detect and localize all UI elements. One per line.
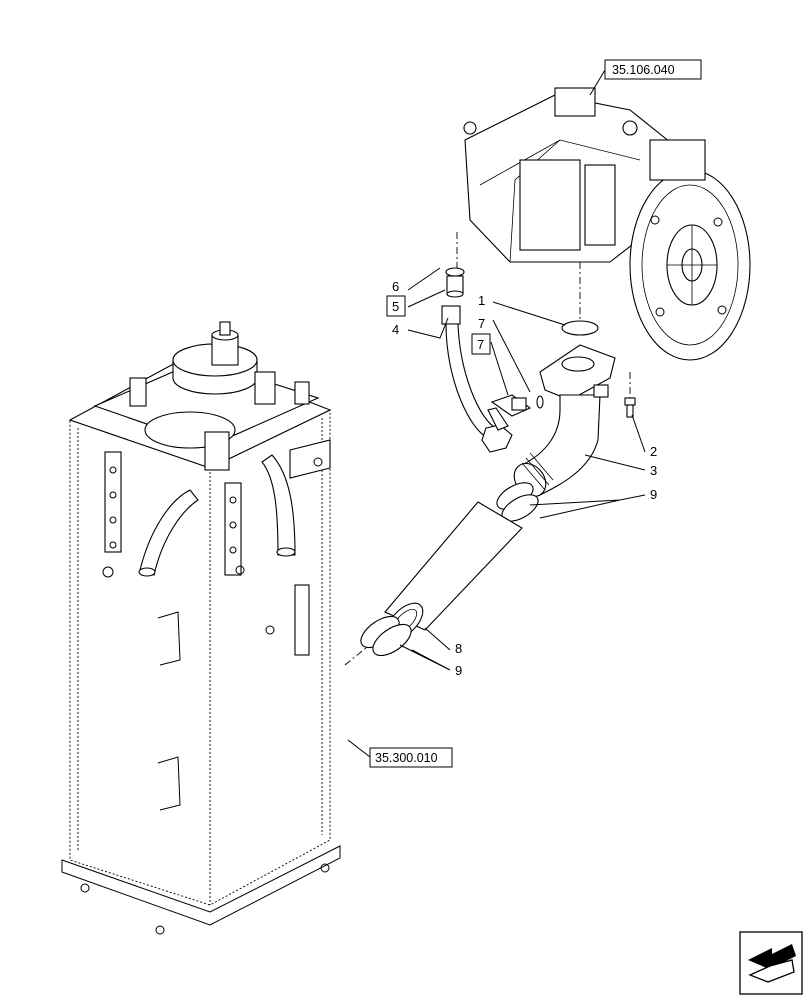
reference-transmission[interactable]: 35.106.040 — [612, 63, 675, 77]
callout-9-upper: 9 — [650, 487, 657, 502]
next-page-arrow-icon[interactable] — [739, 931, 803, 995]
callout-7-box — [471, 333, 491, 355]
callout-5-box — [386, 295, 406, 317]
elbow-fitting-7 — [487, 394, 544, 431]
callout-6-upper: 6 — [392, 279, 399, 294]
hose-clamps-upper — [496, 482, 539, 522]
callout-9-lower: 9 — [455, 663, 462, 678]
callout-7: 7 — [477, 337, 484, 352]
elbow-tube-3 — [513, 344, 616, 498]
callout-2: 2 — [650, 444, 657, 459]
callout-3: 3 — [650, 463, 657, 478]
callout-1: 1 — [478, 293, 485, 308]
callout-6-lower: 7 — [478, 316, 485, 331]
reference-box-transmission[interactable] — [604, 59, 702, 80]
callout-4: 4 — [392, 322, 399, 337]
callout-8: 8 — [455, 641, 462, 656]
bolt-2 — [624, 397, 636, 418]
reference-tank[interactable]: 35.300.010 — [375, 751, 438, 765]
o-ring-1 — [561, 320, 599, 336]
hydraulic-tank — [61, 321, 341, 935]
hose-8 — [384, 501, 523, 640]
leader-lines — [347, 69, 646, 758]
hose-4 — [441, 305, 513, 453]
fitting-5 — [445, 267, 465, 298]
callout-5: 5 — [392, 299, 399, 314]
hose-clamps-lower — [360, 615, 412, 657]
reference-box-tank[interactable] — [369, 747, 453, 768]
transmission-assembly — [463, 87, 751, 361]
